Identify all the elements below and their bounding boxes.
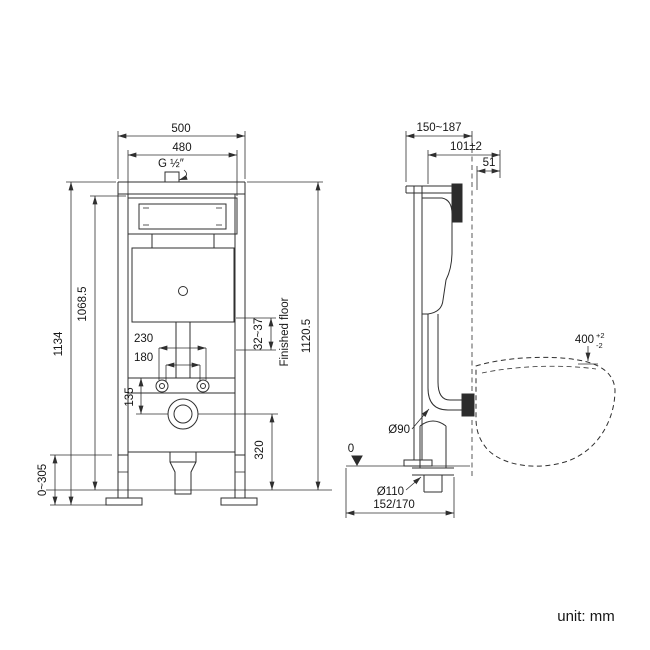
dim-width-inner: 480 [172,142,191,154]
cistern-profile [421,197,453,315]
dim-bolt-inner: 180 [134,352,153,364]
fixing-bolt-left [155,379,169,393]
outlet-pipe [169,452,197,495]
finished-floor-label: Finished floor [279,297,291,366]
unit-label: unit: mm [557,608,615,625]
side-view-dimensions: 150~187 101±2 51 400 +2 -2 Ø90 0 Ø110 15… [345,122,605,518]
dim-drain-offset: 152/170 [373,499,415,511]
cistern [131,247,235,323]
foot-right [220,497,258,506]
foot-left [105,497,143,506]
bowl-connector [461,393,475,417]
access-panel [127,197,238,235]
floor-zero-label: 0 [348,443,354,455]
foot-side [403,459,433,467]
front-view-dimensions: 500 480 G ½″ 1134 1068.5 1120.5 32~37 Fi… [37,123,323,506]
toilet-bowl-outline [475,356,616,467]
dim-bowl-height: 400 [575,334,594,346]
dim-height-inner: 1068.5 [77,286,89,321]
water-inlet-fitting [164,171,180,183]
dim-51: 51 [483,157,496,169]
drain-opening [167,398,199,430]
side-view-frame [346,148,616,493]
dim-101: 101±2 [450,141,482,153]
flush-pipe [427,314,464,411]
flush-plate [451,183,463,223]
floor-zero-marker [351,455,363,467]
dim-seat-range: 32~37 [253,318,265,350]
dim-bowl-height-tol-plus: +2 [596,331,605,340]
fixing-bolt-right [196,379,210,393]
dim-height-floor: 1120.5 [301,319,313,353]
front-view-frame [46,171,332,506]
dim-height-total: 1134 [53,331,65,356]
drain-elbow [419,420,447,427]
dim-leg-range: 0~305 [37,464,49,496]
dim-135: 135 [124,387,136,406]
dim-bowl-height-tol-minus: -2 [596,341,603,350]
inlet-connection-label: G ½″ [158,158,184,170]
dim-depth-range: 150~187 [416,122,461,134]
dim-width-outer: 500 [171,123,190,135]
dim-bolt-outer: 230 [134,333,153,345]
dim-drain-height: 320 [254,440,266,459]
drain-dia-label: Ø110 [377,486,404,498]
flush-pipe-dia-label: Ø90 [388,424,410,436]
